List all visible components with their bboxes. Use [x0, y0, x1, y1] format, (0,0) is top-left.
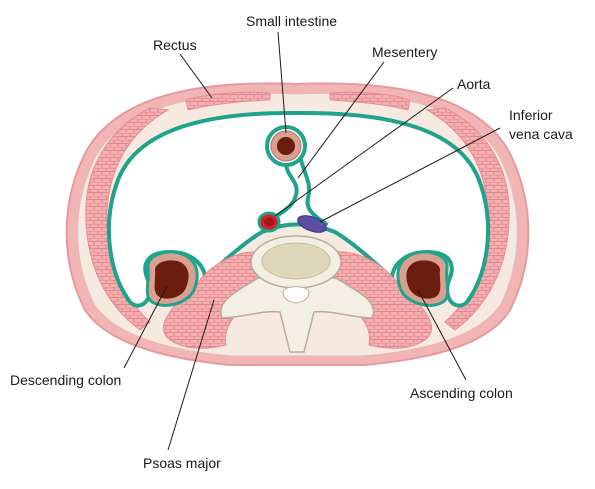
descending-colon-lumen: [154, 260, 189, 299]
aorta-lumen: [264, 217, 274, 227]
rectus-muscle-left: [185, 91, 271, 111]
label-ascending-colon: Ascending colon: [410, 385, 513, 401]
leader-small-intestine: [277, 31, 287, 134]
label-aorta: Aorta: [457, 76, 491, 92]
leader-descending-colon: [123, 285, 168, 369]
label-inferior-vena-cava-line2: vena cava: [509, 126, 573, 142]
label-small-intestine: Small intestine: [246, 13, 337, 29]
vertebral-body: [261, 242, 331, 280]
leader-mesentery: [297, 61, 385, 179]
rectus-muscle-right: [329, 91, 411, 111]
right-abdominal-wall-muscle: [425, 107, 510, 331]
ascending-colon-lumen: [406, 260, 441, 299]
leader-psoas-major: [167, 299, 215, 451]
leader-ascending-colon: [417, 289, 467, 381]
spinal-canal: [282, 286, 310, 304]
small-intestine-lumen: [277, 137, 295, 155]
leader-rectus: [179, 53, 213, 99]
label-inferior-vena-cava-line1: Inferior: [509, 107, 553, 123]
peritoneal-cavity: [107, 110, 490, 308]
label-descending-colon: Descending colon: [10, 372, 121, 388]
label-mesentery: Mesentery: [372, 44, 437, 60]
label-psoas-major: Psoas major: [143, 455, 221, 471]
leader-inferior-vena-cava: [319, 127, 501, 223]
vertebra-arch: [220, 277, 375, 353]
label-rectus: Rectus: [153, 37, 197, 53]
inferior-vena-cava: [297, 215, 327, 233]
left-abdominal-wall-muscle: [85, 107, 170, 331]
leader-aorta: [274, 87, 454, 217]
